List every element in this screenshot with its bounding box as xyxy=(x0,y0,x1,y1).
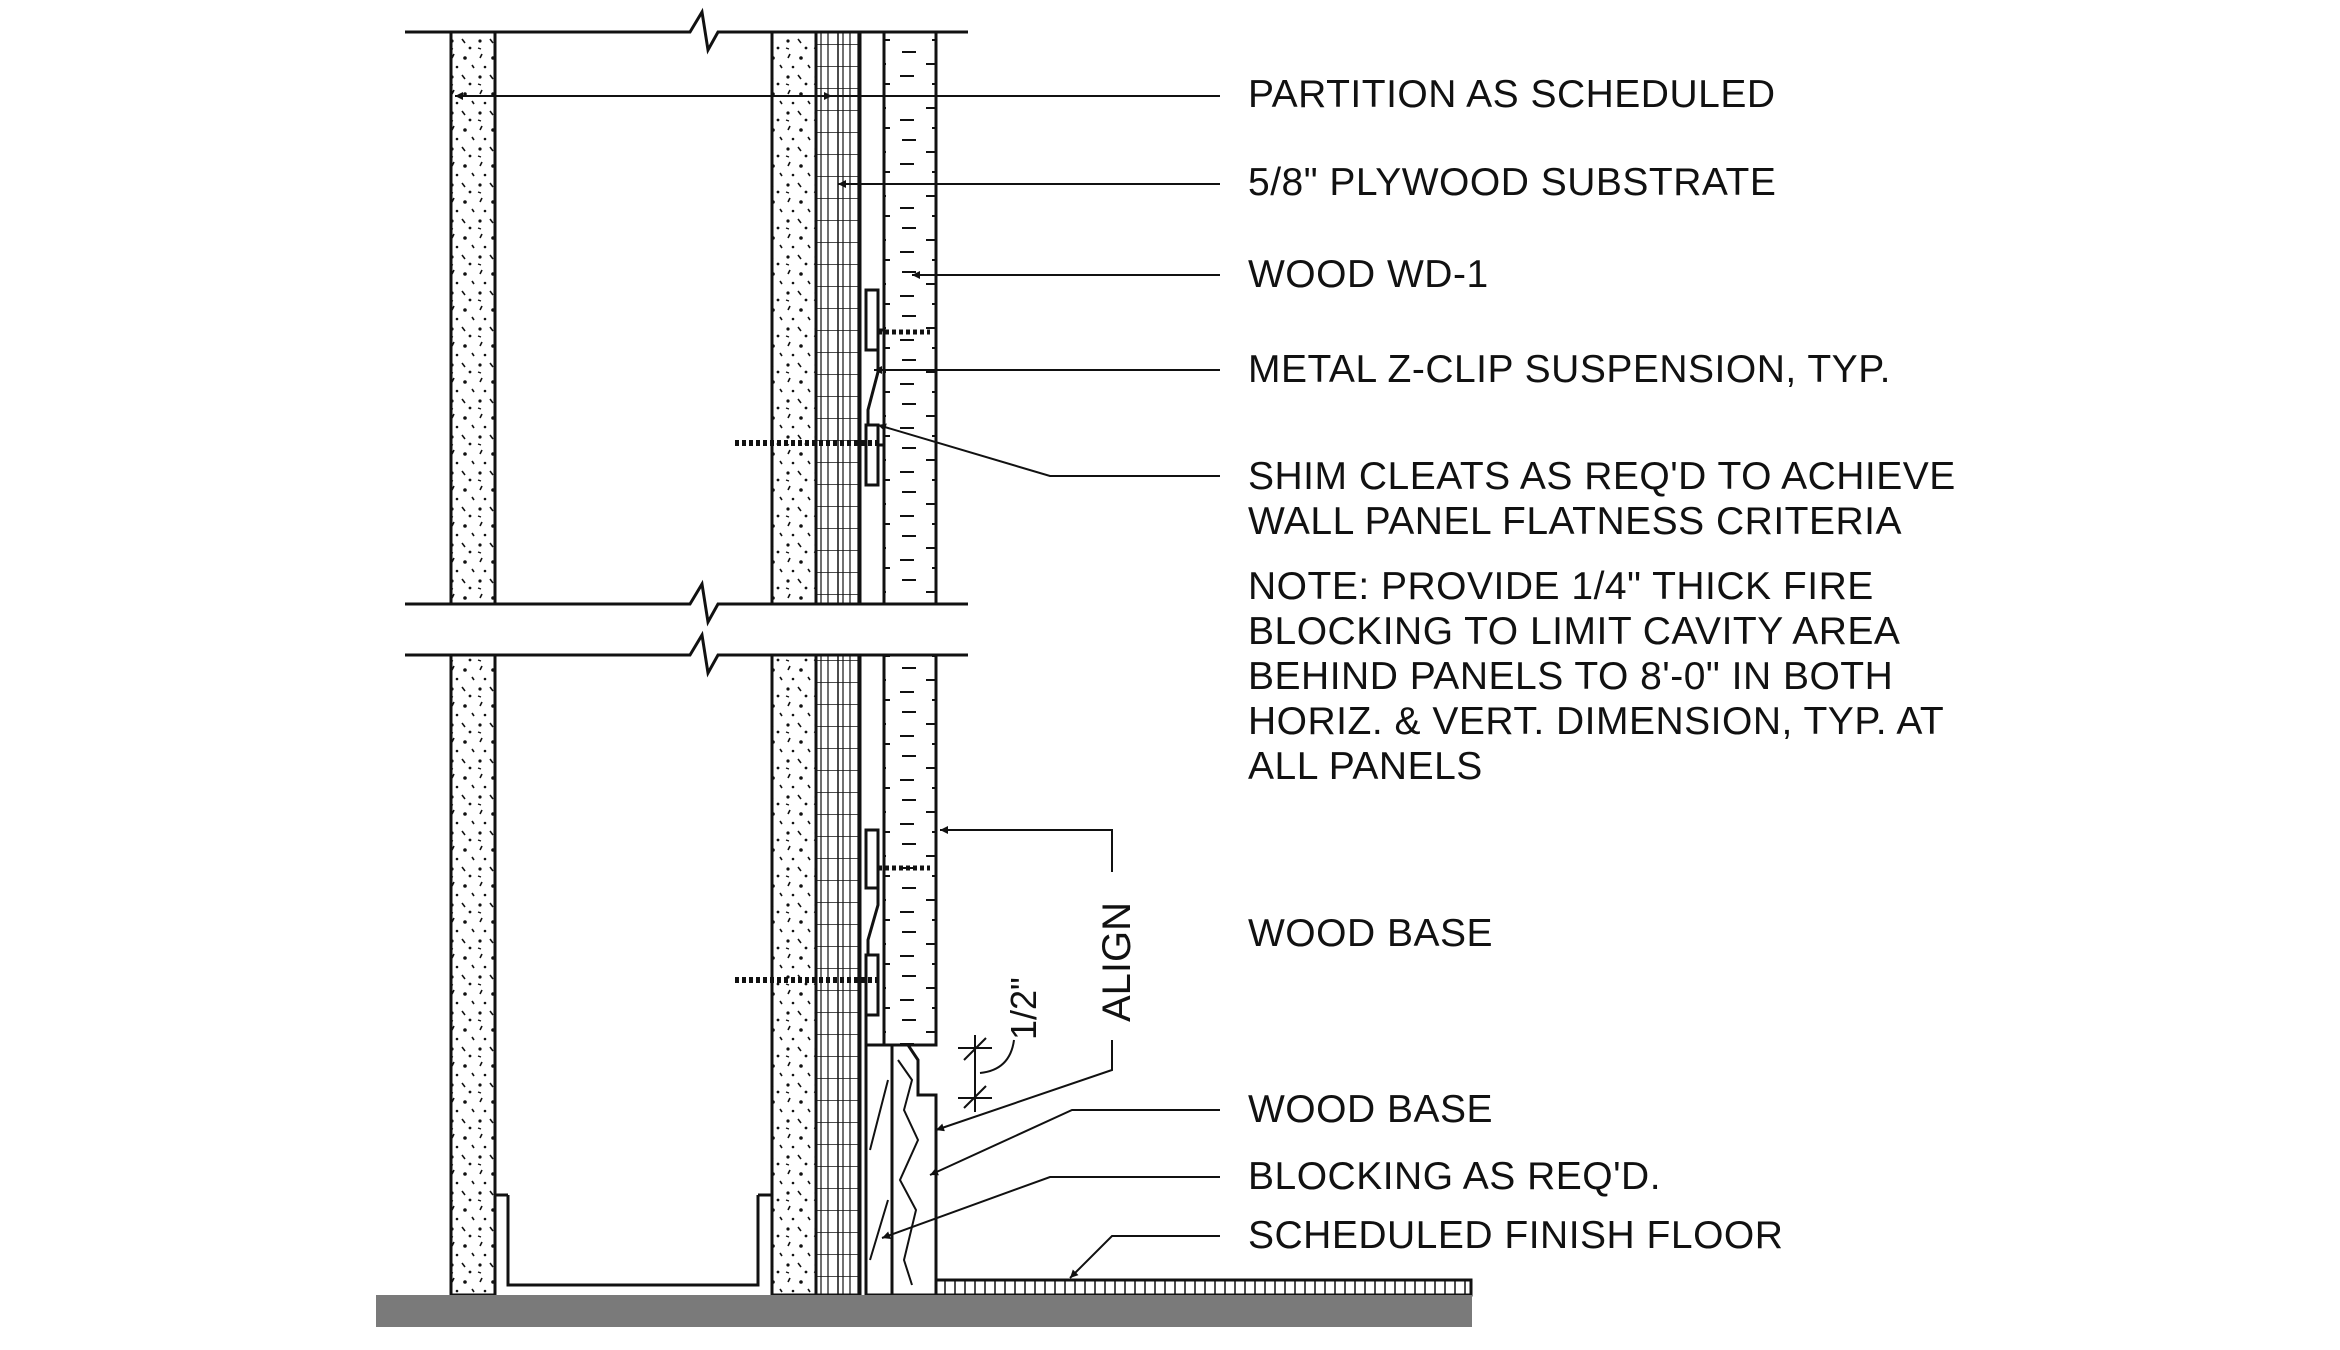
plywood-substrate xyxy=(814,30,862,1297)
label-partition: PARTITION AS SCHEDULED xyxy=(1248,73,1776,116)
break-lines xyxy=(405,7,968,678)
finish-floor xyxy=(934,1278,1473,1297)
leader-shim xyxy=(877,423,1220,477)
z-clip-lower xyxy=(735,828,930,1045)
half-inch-dimension xyxy=(958,1035,1015,1112)
align-label: ALIGN xyxy=(1095,902,1139,1022)
label-zclip: METAL Z-CLIP SUSPENSION, TYP. xyxy=(1248,348,1892,391)
leader-lines xyxy=(455,92,1220,1279)
leader-wood-base-lower xyxy=(929,1109,1220,1176)
note-line-2: BLOCKING TO LIMIT CAVITY AREA xyxy=(1248,610,1901,653)
wood-base-and-blocking xyxy=(864,1043,938,1297)
note-line-1: NOTE: PROVIDE 1/4" THICK FIRE xyxy=(1248,565,1874,608)
label-plywood: 5/8" PLYWOOD SUBSTRATE xyxy=(1248,161,1777,204)
partition-assembly xyxy=(449,30,818,1297)
z-clip-upper xyxy=(735,288,930,487)
leader-blocking xyxy=(881,1176,1220,1240)
note-line-3: BEHIND PANELS TO 8'-0" IN BOTH xyxy=(1248,655,1894,698)
label-wood-wd1: WOOD WD-1 xyxy=(1248,253,1489,296)
label-finish-floor: SCHEDULED FINISH FLOOR xyxy=(1248,1214,1784,1257)
label-blocking: BLOCKING AS REQ'D. xyxy=(1248,1155,1662,1198)
concrete-slab xyxy=(376,1295,1472,1327)
leader-finish-floor xyxy=(1069,1235,1220,1279)
half-inch-label: 1/2" xyxy=(1003,977,1044,1040)
label-shim-line1: SHIM CLEATS AS REQ'D TO ACHIEVE xyxy=(1248,455,1956,498)
label-wood-base-upper: WOOD BASE xyxy=(1248,912,1494,955)
note-line-4: HORIZ. & VERT. DIMENSION, TYP. AT xyxy=(1248,700,1945,743)
label-wood-base-lower: WOOD BASE xyxy=(1248,1088,1494,1131)
leader-wood-base-upper xyxy=(940,826,1113,872)
label-shim-line2: WALL PANEL FLATNESS CRITERIA xyxy=(1248,500,1903,543)
note-line-5: ALL PANELS xyxy=(1248,745,1483,788)
leader-wood-base-upper-2 xyxy=(935,1040,1113,1132)
